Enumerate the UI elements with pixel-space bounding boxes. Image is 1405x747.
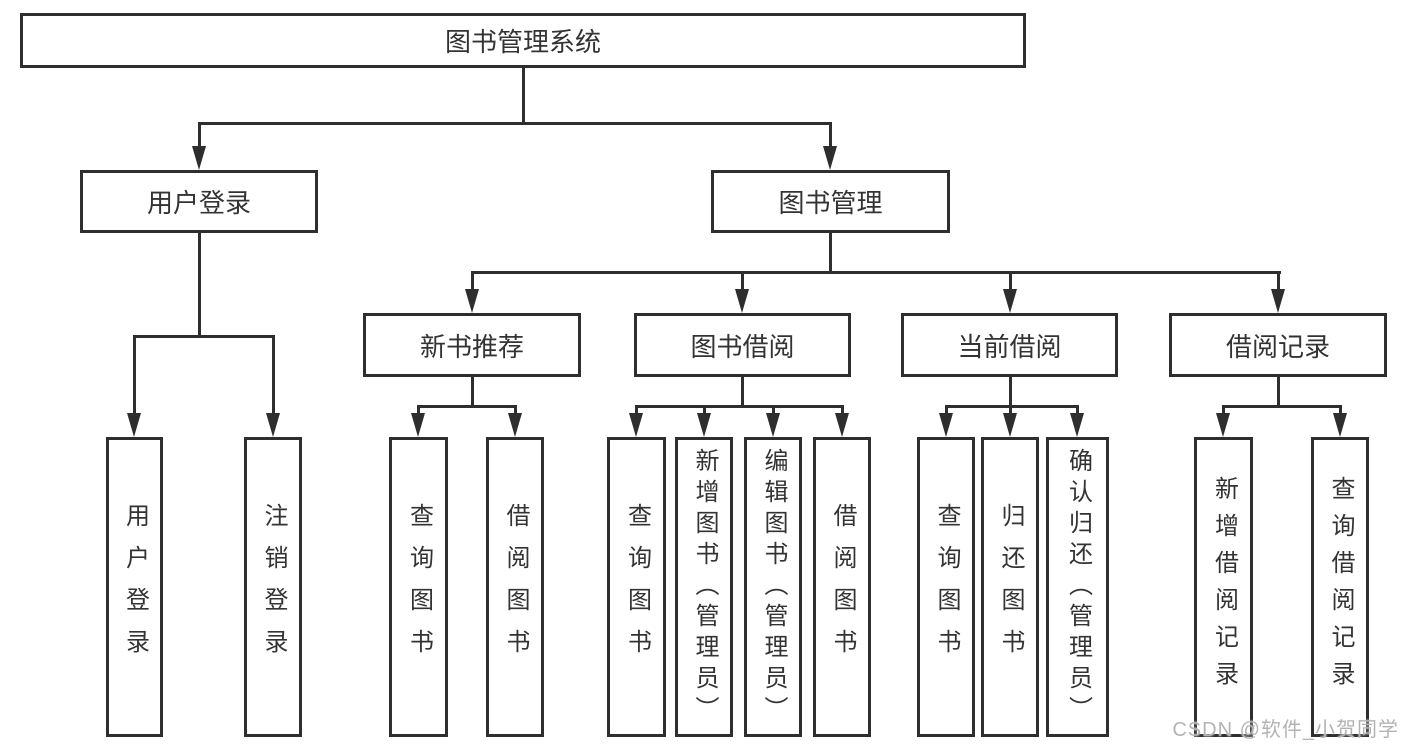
connector-line — [741, 271, 744, 293]
connector-line — [945, 405, 1079, 408]
node-leaf-query-borrow-record: 查询借阅记录 — [1311, 437, 1369, 737]
connector-line — [198, 122, 201, 150]
arrowhead — [1271, 289, 1285, 313]
node-leaf-query-books-3: 查询图书 — [917, 437, 975, 737]
node-leaf-return-books: 归还图书 — [981, 437, 1039, 737]
node-user-login: 用户登录 — [80, 170, 318, 233]
node-leaf-add-book-admin: 新增图书（管理员） — [675, 437, 733, 737]
connector-line — [471, 271, 1281, 274]
arrowhead — [127, 413, 141, 437]
connector-line — [272, 335, 275, 423]
node-label: 图书管理 — [778, 188, 883, 218]
node-label: 查询图书 — [933, 503, 960, 671]
arrowhead — [766, 413, 780, 437]
node-new-book-recommendation: 新书推荐 — [363, 313, 581, 377]
node-leaf-user-login: 用户登录 — [106, 437, 163, 737]
node-label: 新书推荐 — [419, 331, 524, 362]
node-leaf-borrow-books-2: 借阅图书 — [813, 437, 871, 737]
arrowhead — [411, 413, 425, 437]
connector-line — [1009, 271, 1012, 293]
arrowhead — [697, 413, 711, 437]
connector-line — [1277, 271, 1280, 293]
node-leaf-edit-book-admin: 编辑图书（管理员） — [744, 437, 802, 737]
node-label: 图书借阅 — [690, 331, 795, 362]
arrowhead — [266, 413, 280, 437]
arrowhead — [1003, 289, 1017, 313]
node-book-management: 图书管理 — [711, 170, 950, 233]
node-label: 确认归还（管理员） — [1064, 447, 1092, 727]
node-label: 借阅图书 — [502, 503, 529, 671]
arrowhead — [1070, 413, 1084, 437]
node-book-borrowing: 图书借阅 — [634, 313, 851, 377]
node-label: 注销登录 — [260, 503, 287, 671]
node-leaf-borrow-books-1: 借阅图书 — [486, 437, 544, 737]
node-leaf-query-books-2: 查询图书 — [607, 437, 666, 737]
connector-line — [829, 122, 832, 150]
node-label: 归还图书 — [997, 503, 1024, 671]
connector-line — [1009, 377, 1012, 407]
node-label: 查询借阅记录 — [1327, 476, 1354, 698]
arrowhead — [465, 289, 479, 313]
node-leaf-confirm-return-admin: 确认归还（管理员） — [1046, 437, 1109, 737]
arrowhead — [735, 289, 749, 313]
node-leaf-logout: 注销登录 — [244, 437, 302, 737]
node-leaf-add-borrow-record: 新增借阅记录 — [1194, 437, 1253, 737]
arrowhead — [629, 413, 643, 437]
node-label: 借阅图书 — [829, 503, 856, 671]
connector-line — [1222, 405, 1342, 408]
arrowhead — [1333, 413, 1347, 437]
connector-line — [1277, 377, 1280, 407]
node-current-borrowing: 当前借阅 — [901, 313, 1118, 377]
arrowhead — [508, 413, 522, 437]
node-leaf-query-books-1: 查询图书 — [389, 437, 448, 737]
connector-line — [635, 405, 844, 408]
connector-line — [829, 233, 832, 274]
node-label: 新增借阅记录 — [1210, 476, 1238, 698]
node-library-management-system: 图书管理系统 — [20, 13, 1026, 68]
connector-line — [741, 377, 744, 407]
node-label: 当前借阅 — [957, 331, 1062, 362]
connector-line — [198, 122, 832, 125]
arrowhead — [1216, 413, 1230, 437]
connector-line — [133, 335, 136, 423]
connector-line — [471, 377, 474, 407]
watermark: CSDN @软件_小贺同学 — [1172, 719, 1399, 741]
connector-line — [133, 335, 275, 338]
arrowhead — [939, 413, 953, 437]
node-label: 查询图书 — [405, 503, 433, 671]
node-label: 新增图书（管理员） — [691, 447, 718, 727]
arrowhead — [823, 146, 837, 170]
node-borrowing-records: 借阅记录 — [1169, 313, 1387, 377]
node-label: 图书管理系统 — [444, 27, 601, 57]
arrowhead — [1003, 413, 1017, 437]
connector-line — [522, 68, 525, 124]
arrowhead — [192, 146, 206, 170]
connector-line — [417, 405, 517, 408]
node-label: 查询图书 — [623, 503, 651, 671]
node-label: 编辑图书（管理员） — [760, 447, 787, 727]
arrowhead — [835, 413, 849, 437]
node-label: 借阅记录 — [1225, 331, 1330, 362]
connector-line — [471, 271, 474, 293]
node-label: 用户登录 — [121, 503, 149, 671]
connector-line — [198, 233, 201, 337]
node-label: 用户登录 — [146, 188, 251, 218]
